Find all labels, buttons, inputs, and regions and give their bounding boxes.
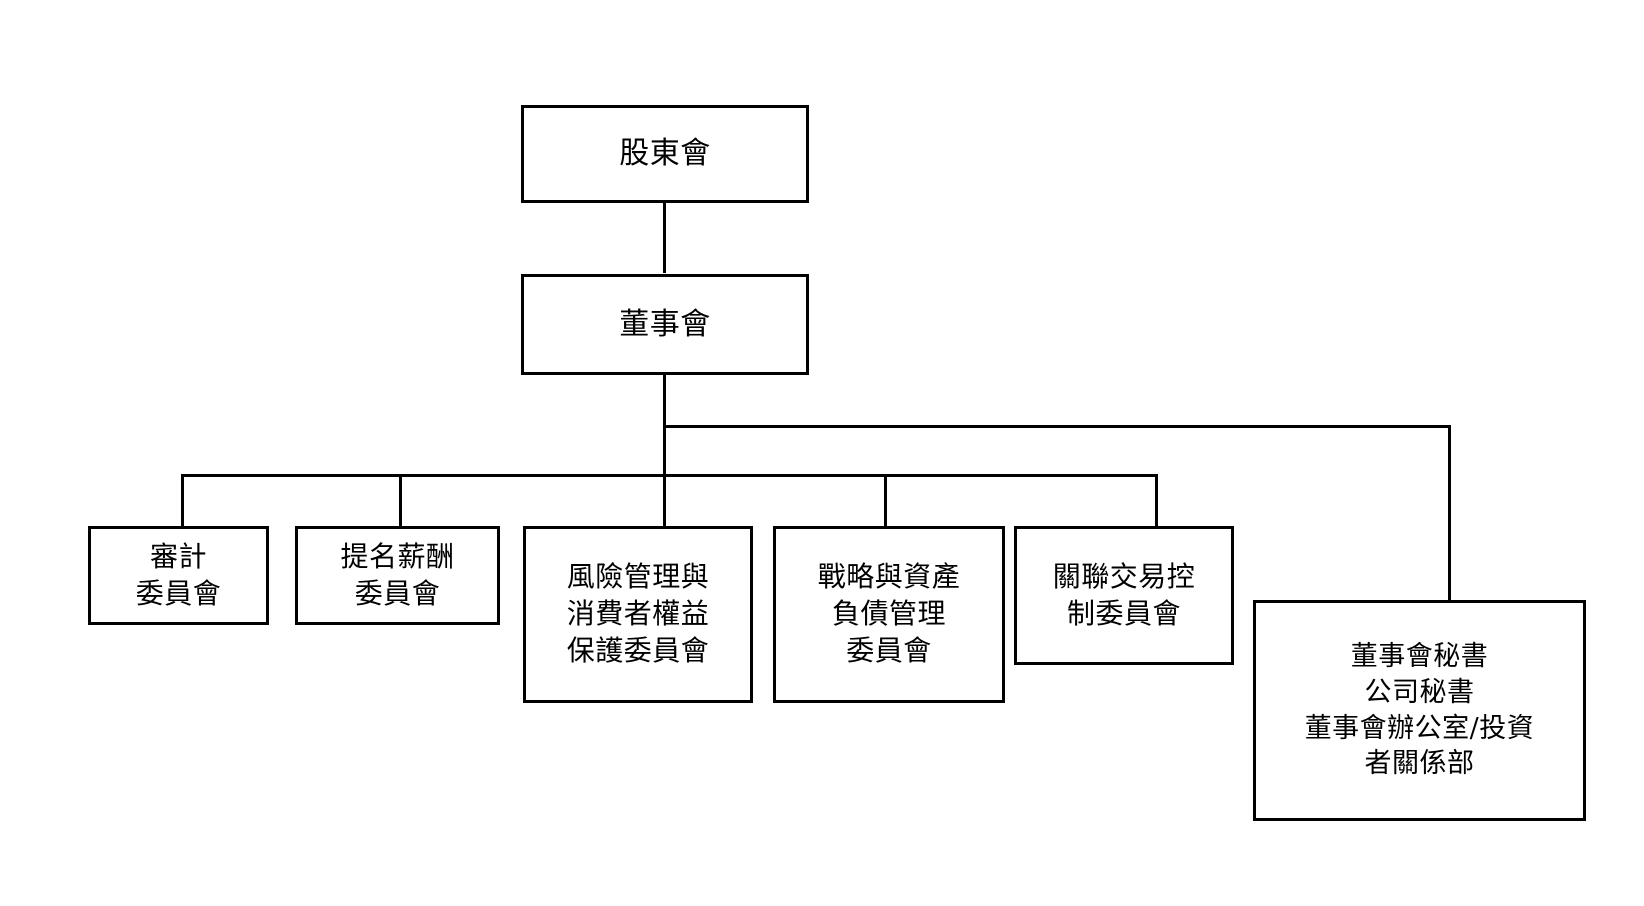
- connector-board-to-secretary-vertical: [1448, 425, 1451, 601]
- connector-drop-related-party: [1155, 474, 1158, 527]
- node-board-secretary-office[interactable]: 董事會秘書 公司秘書 董事會辦公室/投資 者關係部: [1253, 600, 1586, 821]
- node-label-line: 者關係部: [1364, 748, 1475, 780]
- node-audit-committee[interactable]: 審計 委員會: [88, 526, 269, 625]
- node-label-line: 戰略與資產: [817, 560, 961, 594]
- connector-drop-risk: [663, 474, 666, 527]
- connector-board-to-secretary-horizontal: [663, 425, 1451, 428]
- node-shareholders-meeting[interactable]: 股東會: [521, 105, 809, 203]
- node-label-line: 消費者權益: [566, 597, 710, 631]
- node-label-line: 制委員會: [1066, 596, 1181, 630]
- node-label-line: 董事會: [619, 306, 711, 342]
- node-label-line: 風險管理與: [566, 560, 710, 594]
- connector-committee-bus: [181, 474, 1158, 477]
- connector-drop-strategy: [884, 474, 887, 527]
- node-label-line: 董事會辦公室/投資: [1304, 712, 1535, 744]
- node-label-line: 審計: [149, 539, 207, 573]
- node-board-of-directors[interactable]: 董事會: [521, 274, 809, 375]
- node-label-line: 負債管理: [831, 597, 946, 631]
- connector-shareholders-to-board: [663, 203, 666, 273]
- node-label-line: 關聯交易控: [1052, 559, 1196, 593]
- node-nomination-remuneration-committee[interactable]: 提名薪酬 委員會: [295, 526, 500, 625]
- node-label-line: 公司秘書: [1364, 676, 1475, 708]
- connector-drop-nomination: [399, 474, 402, 527]
- node-label-line: 保護委員會: [566, 633, 710, 667]
- node-risk-management-consumer-rights-committee[interactable]: 風險管理與 消費者權益 保護委員會: [523, 526, 753, 703]
- node-related-party-transaction-control-committee[interactable]: 關聯交易控 制委員會: [1014, 526, 1234, 665]
- node-label-line: 委員會: [846, 633, 932, 667]
- connector-drop-audit: [181, 474, 184, 527]
- node-label-line: 委員會: [135, 576, 222, 610]
- node-label-line: 提名薪酬: [340, 539, 455, 573]
- node-label-line: 委員會: [354, 576, 441, 610]
- node-label-line: 董事會秘書: [1350, 641, 1489, 673]
- node-label-line: 股東會: [619, 136, 711, 172]
- node-strategy-asset-liability-committee[interactable]: 戰略與資產 負債管理 委員會: [773, 526, 1005, 703]
